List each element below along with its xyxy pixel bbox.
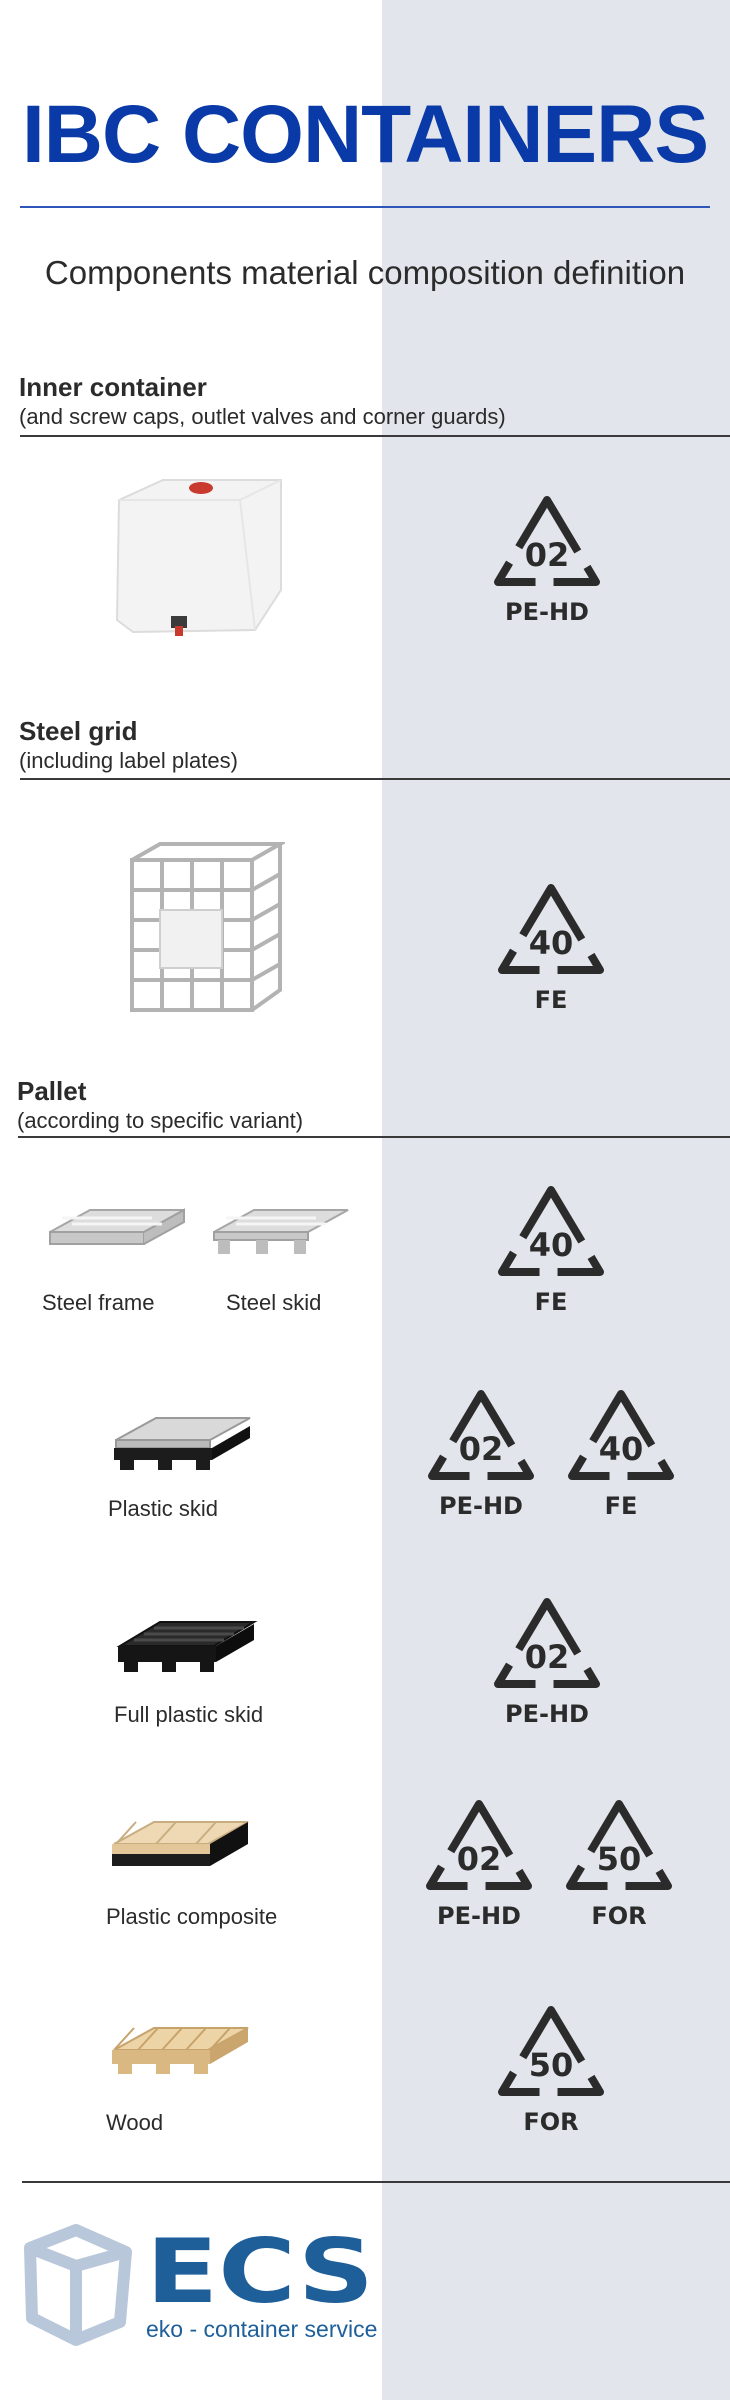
recycle-triangle-icon [498, 2006, 604, 2096]
ecs-logo-box-icon [16, 2222, 136, 2352]
caption-steel-frame: Steel frame [42, 1290, 155, 1315]
recycle-label: PE-HD [439, 1492, 523, 1520]
full-plastic-skid-pallet-image [112, 1612, 262, 1689]
section-sub-inner: (and screw caps, outlet valves and corne… [19, 404, 506, 429]
section-divider-grid [20, 778, 730, 780]
wood-pallet-image [106, 2020, 256, 2093]
plastic-composite-pallet-image [106, 1812, 256, 1889]
recycle-for-icon: 50 FOR [560, 1794, 678, 1934]
caption-full-plastic-skid: Full plastic skid [114, 1702, 264, 1727]
recycle-triangle-icon [426, 1800, 532, 1890]
recycle-code: 40 [529, 924, 574, 962]
recycle-label: FOR [523, 2108, 578, 2136]
recycle-label: FE [535, 986, 568, 1014]
recycle-code: 02 [457, 1840, 502, 1878]
recycle-label: PE-HD [505, 598, 589, 626]
caption-steel-skid: Steel skid [226, 1290, 322, 1315]
page-subtitle: Components material composition definiti… [44, 254, 686, 291]
recycle-pehd-icon: 02 PE-HD [422, 1384, 540, 1524]
recycle-code: 50 [529, 2046, 574, 2084]
recycle-code: 40 [529, 1226, 574, 1264]
recycle-label: FOR [591, 1902, 646, 1930]
section-divider-pallet [18, 1136, 730, 1138]
title-divider [20, 206, 710, 208]
recycle-label: PE-HD [505, 1700, 589, 1728]
recycle-code: 40 [599, 1430, 644, 1468]
recycle-pehd-icon: 02 PE-HD [488, 1592, 606, 1732]
steel-skid-pallet-image [206, 1202, 356, 1275]
recycle-code: 02 [525, 1638, 570, 1676]
recycle-fe-icon: 40 FE [492, 878, 610, 1018]
caption-wood: Wood [106, 2110, 164, 2135]
recycle-pehd-icon: 02 PE-HD [488, 490, 606, 630]
section-heading-inner: Inner container [19, 372, 207, 402]
section-sub-grid: (including label plates) [19, 748, 238, 773]
page-title: IBC CONTAINERS [21, 89, 709, 180]
section-divider-inner [20, 435, 730, 437]
recycle-label: PE-HD [437, 1902, 521, 1930]
recycle-fe-icon: 40 FE [562, 1384, 680, 1524]
recycle-code: 02 [525, 536, 570, 574]
recycle-code: 02 [459, 1430, 504, 1468]
recycle-pehd-icon: 02 PE-HD [420, 1794, 538, 1934]
recycle-code: 50 [597, 1840, 642, 1878]
recycle-triangle-icon [568, 1390, 674, 1480]
recycle-triangle-icon [494, 496, 600, 586]
steel-grid-image [120, 840, 288, 1030]
recycle-triangle-icon [494, 1598, 600, 1688]
recycle-triangle-icon [498, 1186, 604, 1276]
recycle-label: FE [535, 1288, 568, 1316]
caption-plastic-skid: Plastic skid [108, 1496, 219, 1521]
ecs-logo-word: ECS [146, 2230, 374, 2310]
inner-container-image [105, 470, 295, 650]
caption-plastic-composite: Plastic composite [106, 1904, 278, 1929]
section-heading-pallet: Pallet [17, 1076, 87, 1106]
recycle-triangle-icon [498, 884, 604, 974]
section-sub-pallet: (according to specific variant) [17, 1108, 304, 1133]
ecs-tagline: eko - container service [146, 2316, 378, 2342]
steel-frame-pallet-image [42, 1202, 192, 1275]
recycle-label: FE [605, 1492, 638, 1520]
recycle-triangle-icon [428, 1390, 534, 1480]
recycle-for-icon: 50 FOR [492, 2000, 610, 2140]
ecs-logo-text: ECS [144, 2220, 376, 2323]
plastic-skid-pallet-image [108, 1410, 258, 1483]
recycle-triangle-icon [566, 1800, 672, 1890]
section-heading-grid: Steel grid [19, 716, 138, 746]
footer-divider [22, 2181, 730, 2183]
recycle-fe-icon: 40 FE [492, 1180, 610, 1320]
